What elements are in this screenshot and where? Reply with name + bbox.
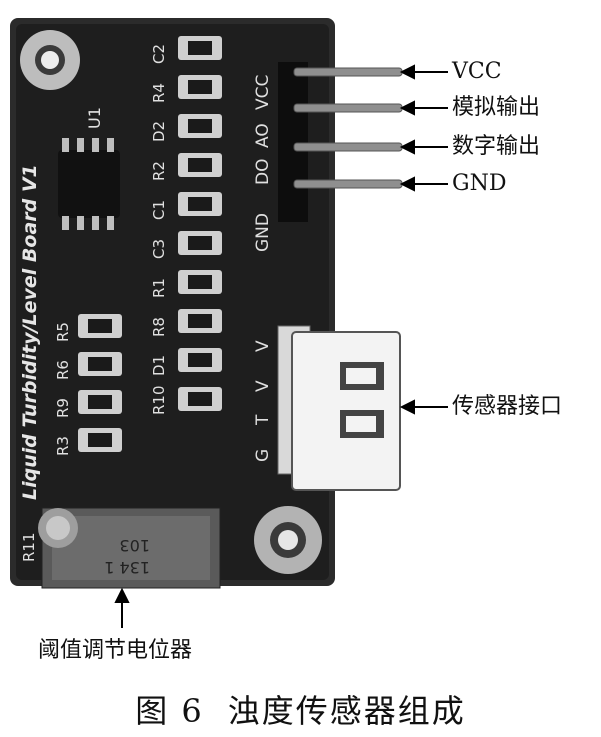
component-label: C2 [150, 44, 168, 64]
component-label: R1 [150, 278, 168, 298]
figure-caption: 图 6 浊度传感器组成 [0, 686, 601, 732]
callout-potentiometer: 阈值调节电位器 [38, 638, 193, 663]
pin-label: GND [253, 213, 273, 252]
component-label: D1 [150, 355, 168, 376]
smd-component [178, 231, 222, 255]
connector-pin-label: V [253, 340, 273, 352]
pot-marking: 103 [119, 536, 150, 555]
smd-component [178, 270, 222, 294]
caption-text: 浊度传感器组成 [227, 692, 466, 730]
chip-label: U1 [85, 107, 104, 129]
pin-label: AO [253, 123, 273, 148]
smd-component [178, 75, 222, 99]
smd-component [78, 428, 122, 452]
callout-sensor-interface: 传感器接口 [452, 394, 563, 419]
component-label: D2 [150, 121, 168, 142]
chip-u1 [58, 138, 120, 230]
smd-component [178, 348, 222, 372]
mounting-hole-top [20, 30, 80, 90]
component-label: C3 [150, 239, 168, 259]
smd-component [178, 36, 222, 60]
callout-gnd: GND [452, 171, 507, 196]
caption-number: 图 6 [135, 692, 204, 730]
pot-marking: 134 1 [104, 558, 150, 577]
connector-pin-label: T [253, 414, 273, 426]
connector-labels: V V T G [253, 340, 273, 462]
callout-arrows [114, 64, 448, 628]
pin-header [278, 62, 403, 222]
component-label: R3 [54, 436, 72, 456]
smd-component [78, 390, 122, 414]
smd-component [178, 309, 222, 333]
smd-component [178, 153, 222, 177]
sensor-connector [277, 325, 401, 491]
component-label: R8 [150, 317, 168, 337]
pin-labels: GND DO AO VCC [253, 75, 273, 252]
component-label: R4 [150, 83, 168, 103]
smd-component [178, 114, 222, 138]
smd-component [78, 352, 122, 376]
component-label: R2 [150, 161, 168, 181]
component-label: R9 [54, 398, 72, 418]
connector-pin-label: G [253, 449, 273, 462]
smd-component [178, 192, 222, 216]
pin-label: DO [253, 159, 273, 185]
callout-vcc: VCC [452, 59, 502, 84]
mounting-hole-bottom [254, 506, 322, 574]
connector-pin-label: V [253, 380, 273, 392]
component-label: R10 [150, 385, 168, 415]
smd-component [178, 387, 222, 411]
bottom-label: R11 [20, 532, 38, 562]
potentiometer [38, 507, 221, 589]
smd-component [78, 314, 122, 338]
callout-digital-out: 数字输出 [452, 134, 541, 159]
callout-analog-out: 模拟输出 [452, 95, 541, 120]
component-label: R6 [54, 360, 72, 380]
board-title: Liquid Turbidity/Level Board V1 [19, 164, 41, 500]
component-label: R5 [54, 322, 72, 342]
component-label: C1 [150, 200, 168, 220]
pin-label: VCC [253, 75, 273, 110]
